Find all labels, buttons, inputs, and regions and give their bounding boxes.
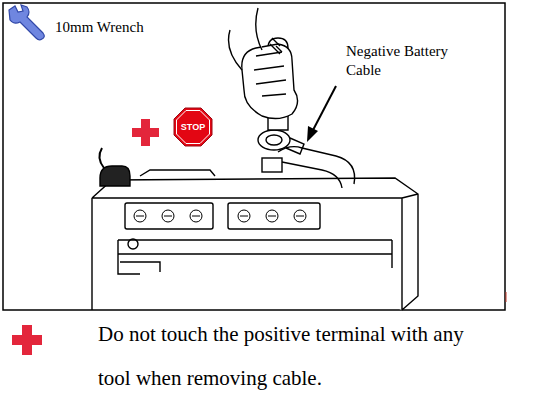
leader-line <box>312 86 336 132</box>
hand <box>229 8 298 130</box>
frame <box>3 3 505 310</box>
stop-sign: STOP <box>173 107 213 147</box>
stop-text: STOP <box>173 107 213 147</box>
red-cross <box>12 325 42 355</box>
tool-label: 10mm Wrench <box>55 18 195 36</box>
red-cross <box>132 119 159 146</box>
part-label: Negative Battery Cable <box>346 42 471 80</box>
warning-note: Do not touch the positive terminal with … <box>98 312 498 400</box>
wrench-icon <box>9 5 44 40</box>
tick <box>506 292 507 302</box>
battery <box>92 130 418 310</box>
arrowhead <box>307 126 318 142</box>
